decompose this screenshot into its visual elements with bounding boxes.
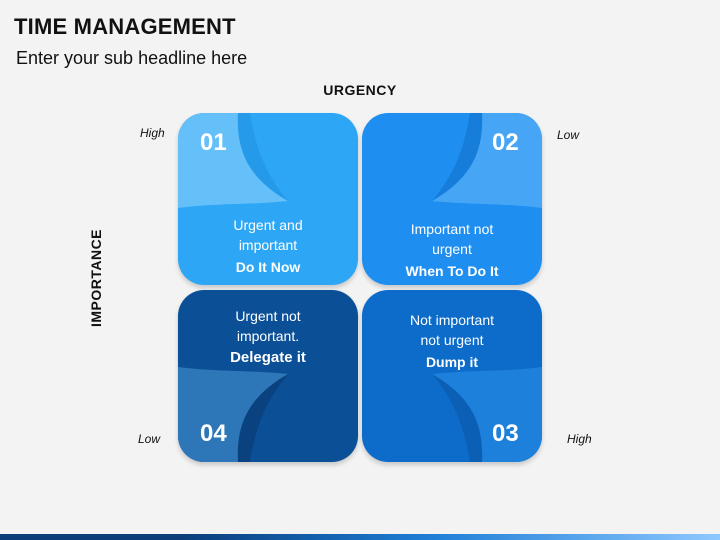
quadrant-02: 02 Important not urgent When To Do It <box>362 113 542 285</box>
quadrant-04-number: 04 <box>200 420 227 447</box>
quadrant-01-action: Do It Now <box>235 259 301 275</box>
quadrant-03: 03 Not important not urgent Dump it <box>362 290 542 462</box>
quadrant-01-line2: important <box>238 237 298 253</box>
quadrant-01: 01 Urgent and important Do It Now <box>178 113 358 285</box>
urgency-axis-label: URGENCY <box>323 82 397 98</box>
slide-subtitle: Enter your sub headline here <box>16 48 248 68</box>
quadrant-02-number: 02 <box>492 129 519 156</box>
quadrant-04-action: Delegate it <box>230 349 306 366</box>
slide-title: TIME MANAGEMENT <box>14 14 236 39</box>
quadrant-03-line1: Not important <box>409 312 495 328</box>
quadrant-01-line1: Urgent and <box>233 217 303 233</box>
quadrant-03-text: Not important not urgent Dump it <box>377 310 527 372</box>
level-high-top-left: High <box>140 126 165 140</box>
quadrant-03-action: Dump it <box>425 354 479 370</box>
quadrant-02-action: When To Do It <box>405 263 499 279</box>
quadrant-04-text: Urgent not important. Delegate it <box>193 306 343 368</box>
level-low-bottom-left: Low <box>138 432 161 446</box>
quadrant-02-line2: urgent <box>432 241 472 257</box>
quadrant-02-fold-graphic <box>432 113 542 208</box>
quadrant-01-fold-graphic <box>178 113 288 208</box>
quadrant-03-fold-graphic <box>432 367 542 462</box>
footer-gradient-bar <box>0 534 720 540</box>
quadrant-02-line1: Important not <box>410 221 494 237</box>
quadrant-01-text: Urgent and important Do It Now <box>193 215 343 277</box>
quadrant-04-line2: important. <box>236 328 300 344</box>
level-low-top-right: Low <box>557 128 580 142</box>
quadrant-03-line2: not urgent <box>420 332 484 348</box>
level-high-bottom-right: High <box>567 432 592 446</box>
quadrant-04: 04 Urgent not important. Delegate it <box>178 290 358 462</box>
importance-axis-label: IMPORTANCE <box>88 228 104 328</box>
quadrant-04-fold-graphic <box>178 367 288 462</box>
quadrant-01-number: 01 <box>200 129 227 156</box>
quadrant-02-text: Important not urgent When To Do It <box>377 219 527 281</box>
quadrant-04-line1: Urgent not <box>235 308 301 324</box>
quadrant-03-number: 03 <box>492 420 519 447</box>
